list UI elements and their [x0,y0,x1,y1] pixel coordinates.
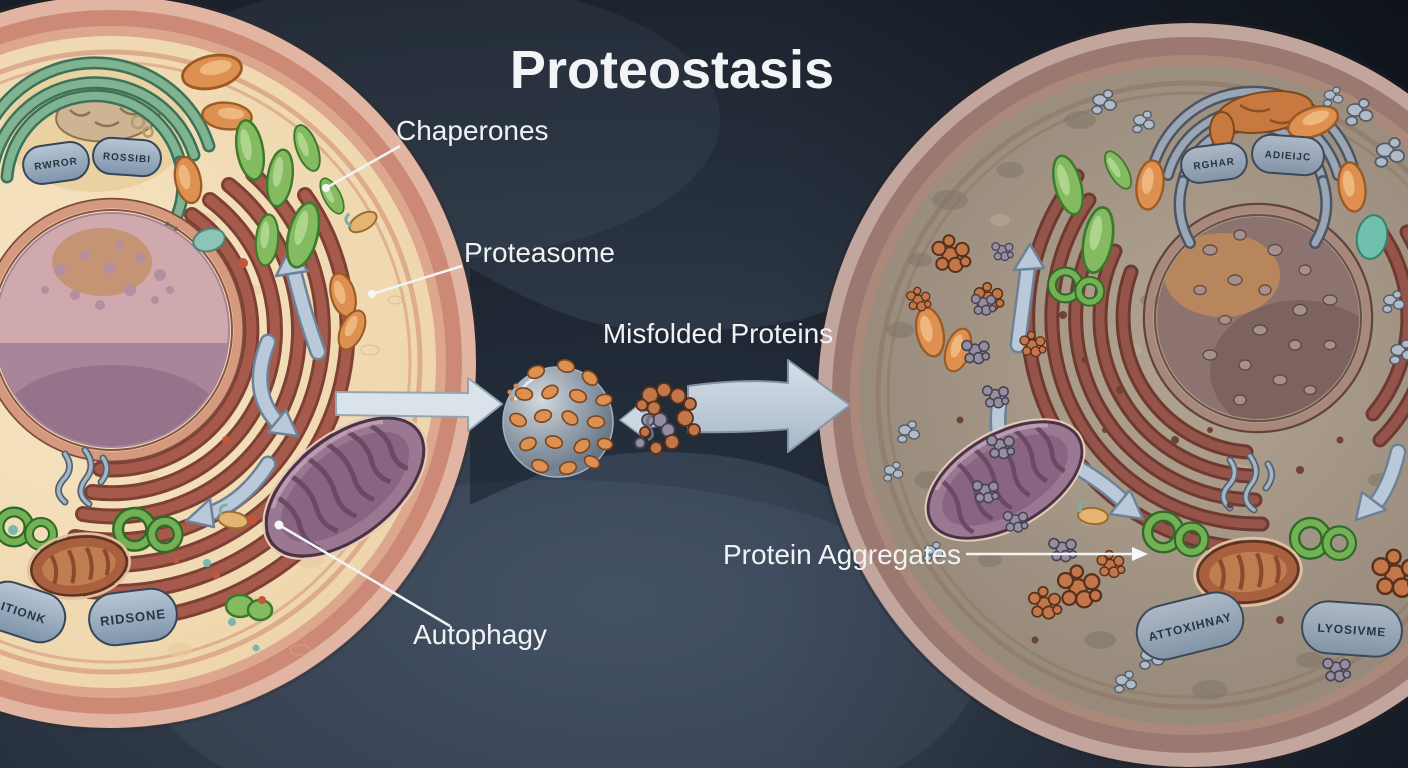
aggregate-cluster [634,382,701,455]
organelle-tag-pill: RGHAR [1180,142,1248,184]
organelles [0,48,452,652]
nuclear-aggregates [1193,229,1338,406]
protein-aggregate-clusters [882,86,1408,694]
teal-dots [8,525,260,652]
protein-turnover-arrows [184,246,327,529]
flow-arrow-right [687,359,851,453]
page-title: Proteostasis [510,40,834,100]
healthy-cell-illustration: RWROR ROSSIBI ITIONK RIDSONE [0,0,503,731]
endosome [1355,214,1389,260]
stressed-cell-illustration: RGHAR ADIEIJC ATTOXIHNAY LYOSIVME [815,20,1408,768]
organelle-tag-pill: ADIEIJC [1251,133,1325,177]
organelle-tag-pill: ATTOXIHNAY [1135,591,1245,661]
label-proteasome: Proteasome [464,237,615,268]
export-arrow [335,377,503,432]
organelles [905,98,1389,610]
organelle-tag-pill: LYOSIVME [1301,600,1403,658]
organelle-tag-pill: RWROR [22,141,90,185]
leader-dot-autophagy [274,520,284,530]
leader-line-chaperones [325,144,401,190]
endosome [192,227,226,253]
organelle-tag-pill: RIDSONE [88,587,178,647]
label-misfolded-proteins: Misfolded Proteins [603,318,833,349]
organelle-tag-pill: ITIONK [0,580,67,644]
organelle-tag-text: ROSSIBI [103,151,152,165]
leader-line-autophagy [278,523,451,628]
misfolded-protein-flow [502,359,851,478]
nucleus [0,197,245,463]
aggregate-dots [956,311,1344,644]
leader-arrowhead-protein-aggregates [1132,547,1148,561]
vesicle-dots [172,258,266,604]
annotation-layer: Proteostasis Chaperones Proteasome Misfo… [274,40,1148,650]
leader-dot-proteasome [368,290,376,298]
label-autophagy: Autophagy [413,619,547,650]
organelle-tag-pill: ROSSIBI [92,136,162,178]
organelle-tag-text: LYOSIVME [1317,621,1387,640]
misfolded-proteins [509,359,614,475]
organelle-tag-text: ADIEIJC [1264,149,1311,163]
misfolded-protein-bubble [502,359,614,478]
leader-dot-chaperones [322,184,330,192]
leader-line-proteasome [371,264,463,296]
label-protein-aggregates: Protein Aggregates [723,539,961,570]
organelle-tag-text: RGHAR [1193,156,1236,172]
protein-specks [507,383,522,401]
label-chaperones: Chaperones [396,115,549,146]
